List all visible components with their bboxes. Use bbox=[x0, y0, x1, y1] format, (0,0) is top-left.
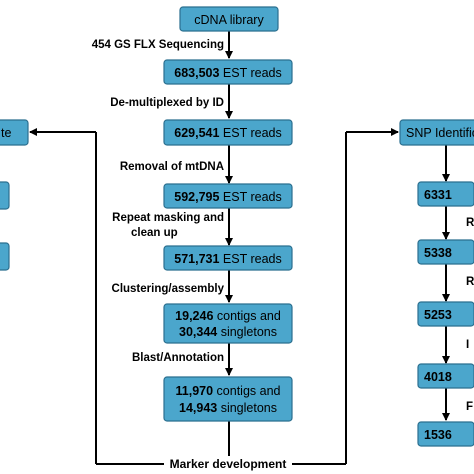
svg-text:592,795 EST reads: 592,795 EST reads bbox=[174, 190, 282, 204]
step-clustering: Clustering/assembly bbox=[112, 283, 225, 295]
est-reads-text-1: EST reads bbox=[219, 66, 281, 80]
svg-text:11,970 contigs and: 11,970 contigs and bbox=[176, 384, 281, 398]
left-top-box-label: te bbox=[1, 126, 11, 140]
snp-count-box-2: 5338 bbox=[417, 239, 474, 265]
snp-count-4: 4018 bbox=[424, 370, 452, 384]
contigs-text-1: contigs and bbox=[213, 309, 280, 323]
cdna-library-box: cDNA library bbox=[179, 6, 279, 32]
snp-count-box-1: 6331 bbox=[417, 181, 474, 207]
step-repeat-masking: Repeat masking and bbox=[112, 212, 224, 224]
svg-text:683,503 EST reads: 683,503 EST reads bbox=[174, 66, 282, 80]
snp-count-box-5: 1536 bbox=[417, 421, 474, 447]
right-step-3: I bbox=[466, 339, 469, 351]
cdna-library-label: cDNA library bbox=[194, 13, 264, 27]
est-reads-count-4: 571,731 bbox=[174, 252, 219, 266]
snp-count-box-4: 4018 bbox=[417, 363, 474, 389]
snp-count-5: 1536 bbox=[424, 428, 452, 442]
svg-text:30,344 singletons: 30,344 singletons bbox=[179, 325, 277, 339]
snp-count-2: 5338 bbox=[424, 246, 452, 260]
svg-text:629,541 EST reads: 629,541 EST reads bbox=[174, 126, 282, 140]
singletons-text-2: singletons bbox=[217, 401, 277, 415]
est-reads-text-2: EST reads bbox=[219, 126, 281, 140]
singletons-count-2: 14,943 bbox=[179, 401, 217, 415]
est-reads-count-1: 683,503 bbox=[174, 66, 219, 80]
right-step-4: F bbox=[466, 401, 473, 413]
step-clean-up: clean up bbox=[131, 227, 178, 239]
est-reads-count-3: 592,795 bbox=[174, 190, 219, 204]
left-box-3 bbox=[0, 242, 10, 271]
contigs-count-1: 19,246 bbox=[175, 309, 213, 323]
snp-identification-label: SNP Identific bbox=[406, 126, 474, 140]
singletons-count-1: 30,344 bbox=[179, 325, 217, 339]
singletons-text-1: singletons bbox=[217, 325, 277, 339]
est-reads-box-1: 683,503 EST reads bbox=[163, 59, 293, 85]
snp-count-3: 5253 bbox=[424, 308, 452, 322]
right-step-1: R bbox=[466, 217, 474, 229]
marker-development-label: Marker development bbox=[170, 457, 287, 471]
snp-identification-box: SNP Identific bbox=[399, 119, 474, 146]
est-reads-box-4: 571,731 EST reads bbox=[163, 245, 293, 271]
est-reads-text-4: EST reads bbox=[219, 252, 281, 266]
contigs-box-2: 11,970 contigs and 14,943 singletons bbox=[163, 376, 293, 422]
contigs-box-1: 19,246 contigs and 30,344 singletons bbox=[163, 303, 293, 344]
right-step-2: R bbox=[466, 276, 474, 288]
step-mtdna: Removal of mtDNA bbox=[120, 161, 224, 173]
est-reads-box-2: 629,541 EST reads bbox=[163, 119, 293, 146]
bottom-label-background bbox=[164, 456, 292, 472]
snp-count-1: 6331 bbox=[424, 188, 452, 202]
est-reads-count-2: 629,541 bbox=[174, 126, 219, 140]
snp-count-box-3: 5253 bbox=[417, 301, 474, 327]
step-sequencing: 454 GS FLX Sequencing bbox=[92, 39, 224, 51]
step-blast: Blast/Annotation bbox=[132, 352, 224, 364]
left-box-2 bbox=[0, 181, 10, 210]
left-top-box: te bbox=[0, 119, 29, 146]
svg-text:14,943 singletons: 14,943 singletons bbox=[179, 401, 277, 415]
svg-text:19,246 contigs and: 19,246 contigs and bbox=[175, 309, 281, 323]
svg-text:571,731 EST reads: 571,731 EST reads bbox=[174, 252, 282, 266]
est-reads-text-3: EST reads bbox=[219, 190, 281, 204]
contigs-text-2: contigs and bbox=[213, 384, 280, 398]
step-demultiplex: De-multiplexed by ID bbox=[110, 97, 224, 109]
contigs-count-2: 11,970 bbox=[176, 384, 214, 398]
est-reads-box-3: 592,795 EST reads bbox=[163, 183, 293, 209]
